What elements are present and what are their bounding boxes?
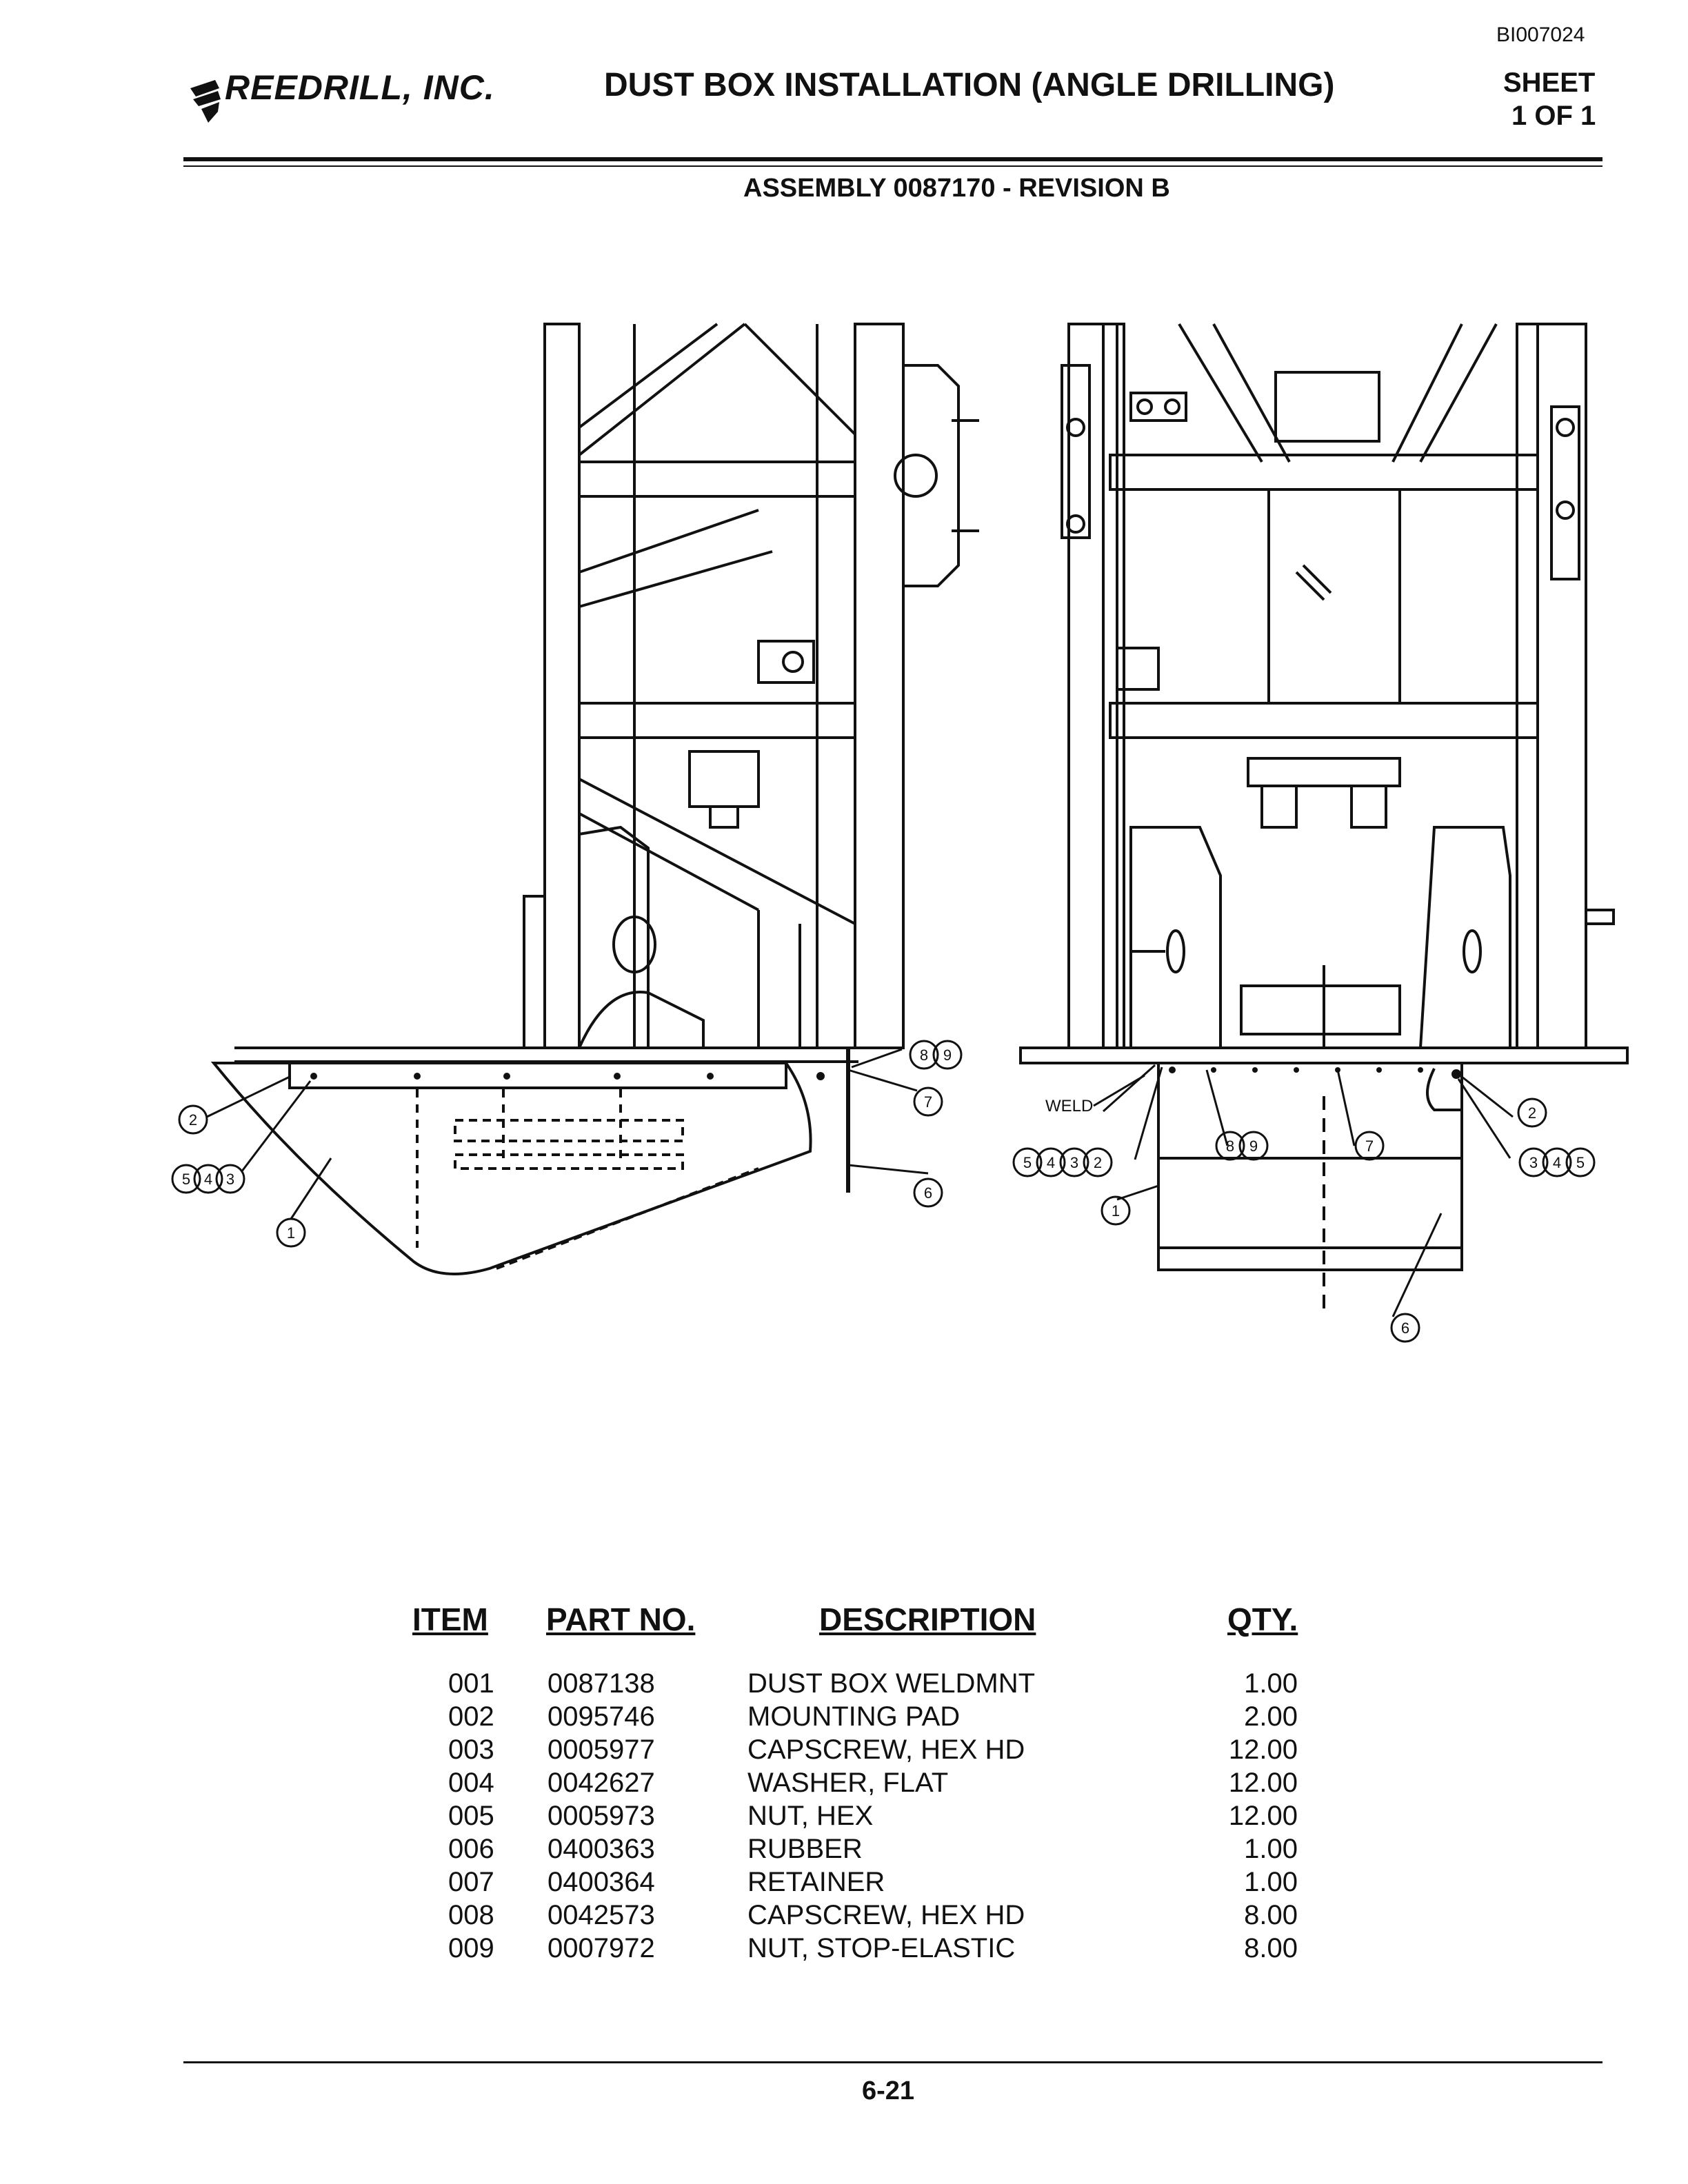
sheet-value: 1 OF 1 [1511,101,1596,131]
cell-qty: 12.00 [1228,1735,1298,1765]
assembly-title: ASSEMBLY 0087170 - REVISION B [743,174,1170,203]
balloon-4: 4 [204,1171,212,1188]
cell-part-no: 0005977 [547,1735,655,1765]
cell-description: DUST BOX WELDMNT [747,1668,1036,1699]
balloon-2: 2 [1094,1154,1102,1171]
header-rule-bottom [183,165,1602,167]
company-logo [190,80,221,123]
cell-qty: 8.00 [1244,1933,1298,1963]
balloon-6: 6 [1401,1320,1409,1337]
column-header-qty: QTY. [1227,1601,1298,1637]
cell-description: WASHER, FLAT [747,1768,949,1798]
balloon-3: 3 [1070,1154,1078,1171]
column-header-description: DESCRIPTION [819,1601,1036,1637]
table-row: 007 0400364 RETAINER 1.00 [0,1867,1688,1900]
table-row: 005 0005973 NUT, HEX 12.00 [0,1801,1688,1834]
cell-description: RUBBER [747,1834,863,1864]
cell-qty: 12.00 [1228,1768,1298,1798]
balloon-8: 8 [920,1046,928,1064]
side-view-mast [523,323,979,1049]
cell-item: 003 [448,1735,494,1765]
cell-qty: 12.00 [1228,1801,1298,1831]
cell-qty: 1.00 [1244,1668,1298,1699]
cell-item: 002 [448,1701,494,1732]
table-row: 009 0007972 NUT, STOP-ELASTIC 8.00 [0,1933,1688,1966]
cell-description: CAPSCREW, HEX HD [747,1735,1025,1765]
weld-label: WELD [1045,1097,1093,1115]
balloon-5: 5 [1023,1154,1032,1171]
column-header-item: ITEM [412,1601,488,1637]
balloon-2: 2 [1528,1104,1536,1122]
cell-part-no: 0007972 [547,1933,655,1963]
cell-item: 005 [448,1801,494,1831]
balloon-1: 1 [1112,1202,1120,1220]
column-header-part-no: PART NO. [546,1601,696,1637]
table-row: 008 0042573 CAPSCREW, HEX HD 8.00 [0,1900,1688,1933]
cell-qty: 2.00 [1244,1701,1298,1732]
cell-part-no: 0042627 [547,1768,655,1798]
document-id: BI007024 [1496,23,1585,46]
cell-description: RETAINER [747,1867,885,1897]
cell-description: CAPSCREW, HEX HD [747,1900,1025,1930]
drill-bit-icon [190,80,221,123]
end-view-dust-box [1019,1046,1629,1317]
header-rule-top [183,157,1602,161]
balloon-8: 8 [1226,1138,1234,1155]
balloon-6: 6 [924,1184,932,1202]
cell-item: 001 [448,1668,494,1699]
cell-qty: 8.00 [1244,1900,1298,1930]
cell-item: 004 [448,1768,494,1798]
cell-qty: 1.00 [1244,1834,1298,1864]
table-row: 006 0400363 RUBBER 1.00 [0,1834,1688,1867]
cell-item: 006 [448,1834,494,1864]
cell-part-no: 0042573 [547,1900,655,1930]
side-view-dust-box [210,1046,858,1275]
balloon-4: 4 [1553,1154,1561,1171]
table-row: 002 0095746 MOUNTING PAD 2.00 [0,1701,1688,1735]
page-number: 6-21 [862,2076,915,2105]
balloon-2: 2 [189,1111,197,1129]
page-title: DUST BOX INSTALLATION (ANGLE DRILLING) [604,67,1335,103]
cell-description: MOUNTING PAD [747,1701,961,1732]
table-row: 001 0087138 DUST BOX WELDMNT 1.00 [0,1668,1688,1701]
cell-item: 009 [448,1933,494,1963]
table-row: 004 0042627 WASHER, FLAT 12.00 [0,1768,1688,1801]
table-row: 003 0005977 CAPSCREW, HEX HD 12.00 [0,1735,1688,1768]
balloon-9: 9 [943,1046,952,1064]
end-view-mast [1061,323,1615,1049]
assembly-drawing: 2 5 4 3 1 8 9 7 6 5 4 3 2 1 8 9 7 2 3 4 … [171,323,1629,1343]
balloon-7: 7 [924,1093,932,1111]
balloon-7: 7 [1365,1138,1374,1155]
cell-item: 008 [448,1900,494,1930]
company-name: REEDRILL, INC. [225,68,495,107]
cell-qty: 1.00 [1244,1867,1298,1897]
balloon-9: 9 [1249,1138,1258,1155]
cell-description: NUT, STOP-ELASTIC [747,1933,1016,1963]
balloon-5: 5 [1576,1154,1585,1171]
cell-item: 007 [448,1867,494,1897]
cell-description: NUT, HEX [747,1801,874,1831]
balloon-5: 5 [182,1171,190,1188]
cell-part-no: 0005973 [547,1801,655,1831]
sheet-label: SHEET [1503,68,1596,98]
footer-rule [183,2061,1602,2063]
cell-part-no: 0087138 [547,1668,655,1699]
balloon-3: 3 [1529,1154,1538,1171]
balloon-4: 4 [1047,1154,1055,1171]
cell-part-no: 0095746 [547,1701,655,1732]
balloon-1: 1 [287,1224,295,1242]
cell-part-no: 0400364 [547,1867,655,1897]
cell-part-no: 0400363 [547,1834,655,1864]
balloon-3: 3 [226,1171,234,1188]
